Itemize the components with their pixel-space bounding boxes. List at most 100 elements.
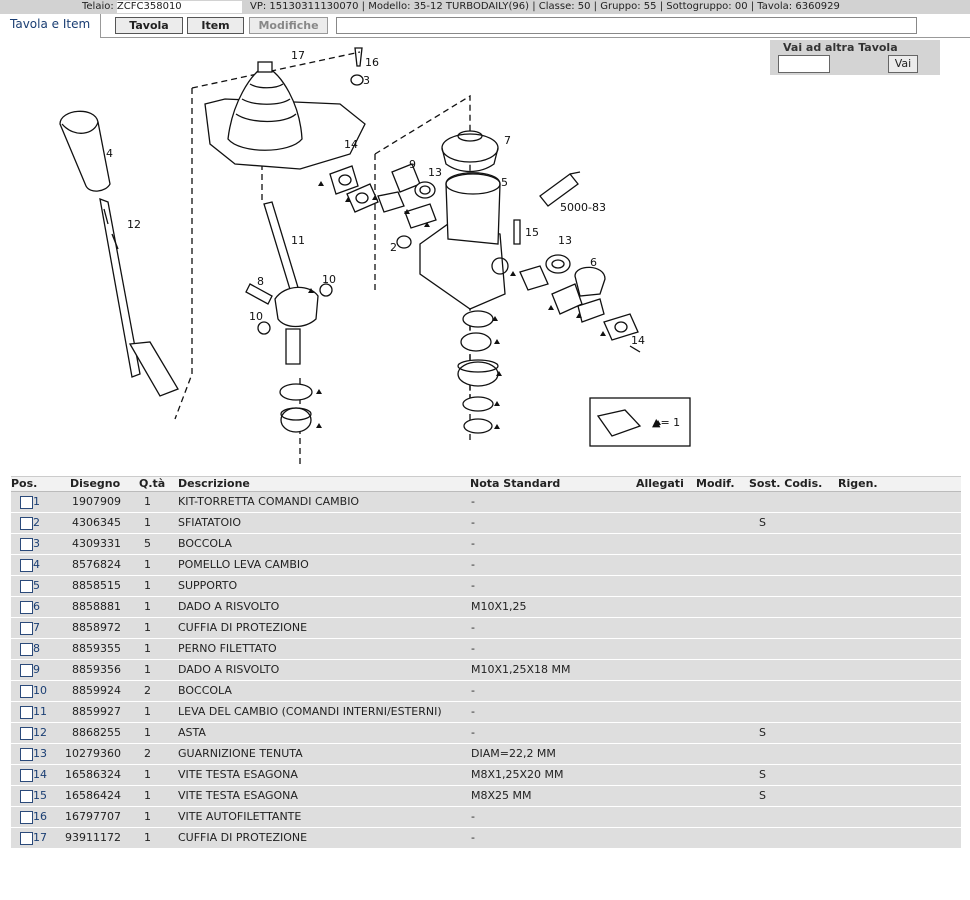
row-pos[interactable]: 8	[33, 642, 40, 655]
row-checkbox[interactable]	[20, 643, 33, 656]
callout-7: 7	[504, 134, 511, 147]
row-pos[interactable]: 10	[33, 684, 47, 697]
col-pos[interactable]: Pos.	[11, 477, 38, 490]
row-pos[interactable]: 1	[33, 495, 40, 508]
row-nota: -	[471, 810, 475, 823]
row-checkbox[interactable]	[20, 685, 33, 698]
tavola-button[interactable]: Tavola	[115, 17, 183, 34]
goto-table-title: Vai ad altra Tavola	[783, 41, 898, 54]
col-modif[interactable]: Modif.	[696, 477, 735, 490]
row-disegno: 10279360	[65, 747, 121, 760]
telaio-label: Telaio:	[82, 1, 114, 12]
row-qta: 2	[144, 747, 151, 760]
row-nota: DIAM=22,2 MM	[471, 747, 556, 760]
col-qta[interactable]: Q.tà	[139, 477, 166, 490]
row-checkbox[interactable]	[20, 517, 33, 530]
row-pos[interactable]: 14	[33, 768, 47, 781]
info-bar: Telaio: ZCFC358010 VP: 15130311130070 | …	[0, 0, 970, 14]
row-pos[interactable]: 13	[33, 747, 47, 760]
row-checkbox[interactable]	[20, 496, 33, 509]
row-checkbox[interactable]	[20, 706, 33, 719]
callout-10b: 10	[249, 310, 263, 323]
row-sost: S	[759, 726, 766, 739]
row-nota: -	[471, 726, 475, 739]
row-pos[interactable]: 17	[33, 831, 47, 844]
col-descrizione[interactable]: Descrizione	[178, 477, 250, 490]
modifiche-button[interactable]: Modifiche	[249, 17, 328, 34]
row-pos[interactable]: 12	[33, 726, 47, 739]
row-pos[interactable]: 11	[33, 705, 47, 718]
row-checkbox[interactable]	[20, 622, 33, 635]
col-allegati[interactable]: Allegati	[636, 477, 684, 490]
row-pos[interactable]: 6	[33, 600, 40, 613]
col-nota[interactable]: Nota Standard	[470, 477, 561, 490]
item-button[interactable]: Item	[187, 17, 244, 34]
goto-table-input[interactable]	[778, 55, 830, 73]
row-descrizione: CUFFIA DI PROTEZIONE	[178, 831, 308, 844]
row-pos[interactable]: 9	[33, 663, 40, 676]
row-checkbox[interactable]	[20, 832, 33, 845]
callout-13b: 13	[558, 234, 572, 247]
row-qta: 1	[144, 663, 151, 676]
row-disegno: 8859356	[72, 663, 121, 676]
row-pos[interactable]: 4	[33, 558, 40, 571]
col-rigen[interactable]: Rigen.	[838, 477, 878, 490]
row-qta: 1	[144, 558, 151, 571]
col-disegno[interactable]: Disegno	[70, 477, 121, 490]
drawing-callouts: 17 16 3 4 14 7 9 13 5 12 5000-83 15 11 2…	[106, 49, 680, 429]
tab-filter-input[interactable]	[336, 17, 917, 34]
tab-tavola-e-item[interactable]: Tavola e Item	[0, 14, 101, 38]
row-pos[interactable]: 7	[33, 621, 40, 634]
row-pos[interactable]: 2	[33, 516, 40, 529]
row-pos[interactable]: 5	[33, 579, 40, 592]
row-nota: M10X1,25X18 MM	[471, 663, 571, 676]
row-checkbox[interactable]	[20, 664, 33, 677]
row-checkbox[interactable]	[20, 811, 33, 824]
callout-3: 3	[363, 74, 370, 87]
callout-5: 5	[501, 176, 508, 189]
row-checkbox[interactable]	[20, 601, 33, 614]
row-pos[interactable]: 3	[33, 537, 40, 550]
row-checkbox[interactable]	[20, 538, 33, 551]
row-disegno: 8859924	[72, 684, 121, 697]
callout-6: 6	[590, 256, 597, 269]
row-descrizione: VITE TESTA ESAGONA	[178, 789, 298, 802]
row-checkbox[interactable]	[20, 748, 33, 761]
row-descrizione: VITE TESTA ESAGONA	[178, 768, 298, 781]
row-disegno: 4309331	[72, 537, 121, 550]
row-checkbox[interactable]	[20, 769, 33, 782]
row-qta: 2	[144, 684, 151, 697]
row-nota: -	[471, 516, 475, 529]
row-descrizione: VITE AUTOFILETTANTE	[178, 810, 302, 823]
row-checkbox[interactable]	[20, 727, 33, 740]
row-nota: -	[471, 558, 475, 571]
row-qta: 1	[144, 705, 151, 718]
row-qta: 1	[144, 516, 151, 529]
row-checkbox[interactable]	[20, 790, 33, 803]
row-checkbox[interactable]	[20, 580, 33, 593]
row-sost: S	[759, 768, 766, 781]
row-checkbox[interactable]	[20, 559, 33, 572]
row-qta: 1	[144, 579, 151, 592]
col-sost[interactable]: Sost. Codis.	[749, 477, 823, 490]
row-pos[interactable]: 16	[33, 810, 47, 823]
row-disegno: 8576824	[72, 558, 121, 571]
row-nota: -	[471, 642, 475, 655]
vai-button[interactable]: Vai	[888, 55, 918, 73]
row-qta: 1	[144, 642, 151, 655]
row-disegno: 4306345	[72, 516, 121, 529]
parts-table: Pos. Disegno Q.tà Descrizione Nota Stand…	[11, 476, 961, 849]
row-pos[interactable]: 15	[33, 789, 47, 802]
